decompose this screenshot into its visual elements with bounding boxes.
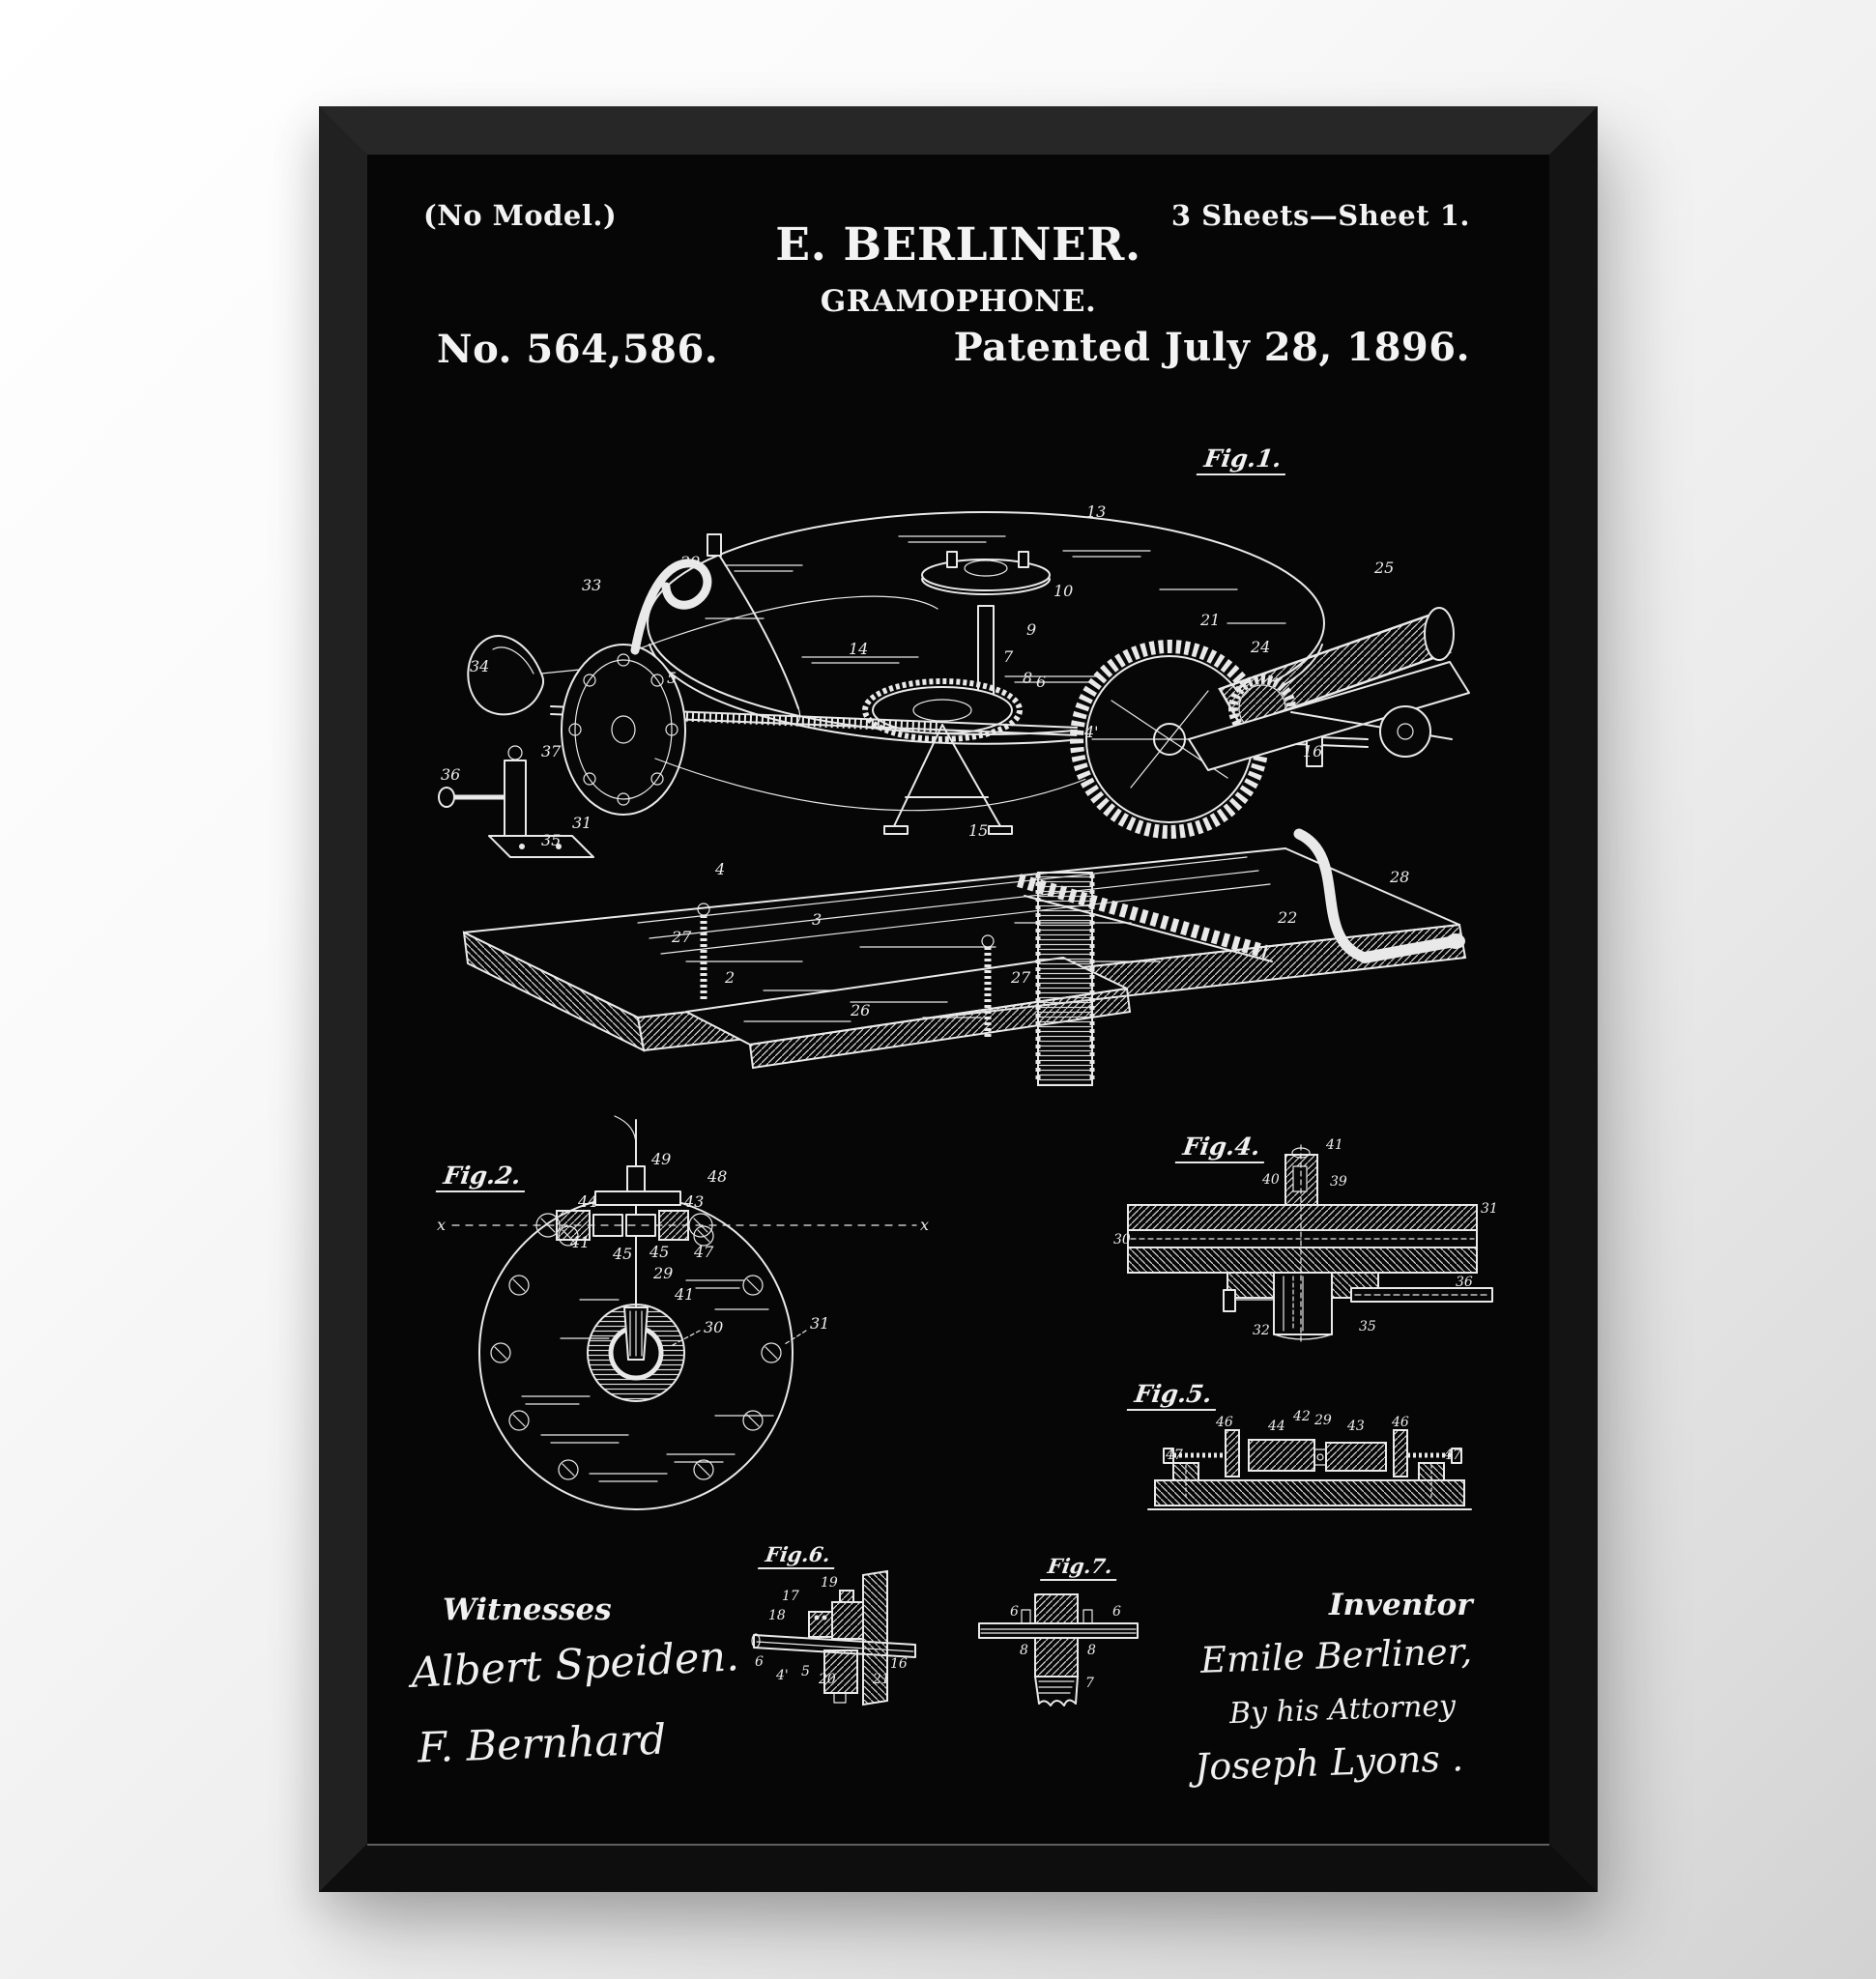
part-label: 27 <box>1010 968 1031 987</box>
inventor-signature: Emile Berliner, <box>1199 1630 1473 1681</box>
part-label: 43 <box>1346 1419 1365 1434</box>
part-label: 43 <box>683 1192 704 1211</box>
part-label: 16 <box>890 1656 908 1672</box>
part-label: 49 <box>650 1150 671 1168</box>
part-label: 29 <box>679 553 700 571</box>
part-label: 8 <box>1023 669 1032 687</box>
part-label: 32 <box>1253 1323 1270 1338</box>
part-label: 29 <box>652 1264 673 1282</box>
sheet-info: 3 Sheets—Sheet 1. <box>1170 199 1470 232</box>
part-label: 9 <box>1026 620 1036 639</box>
part-label: 6 <box>755 1654 764 1670</box>
fig1-drawing: 23454'6789101314151621242522282627272931… <box>438 502 1470 1086</box>
part-label: 46 <box>1391 1415 1409 1430</box>
part-label: 16 <box>1303 742 1322 760</box>
part-label: 41 <box>674 1285 694 1304</box>
part-label: 35 <box>1359 1319 1376 1334</box>
part-label: 36 <box>1456 1275 1473 1290</box>
part-label: 47 <box>1443 1448 1461 1463</box>
part-label: 21 <box>1199 611 1220 629</box>
part-label: 17 <box>782 1589 799 1604</box>
part-label: 14 <box>849 640 868 658</box>
part-label: 46 <box>1215 1415 1233 1430</box>
part-label: 7 <box>1085 1676 1094 1691</box>
part-label: 25 <box>1373 559 1394 577</box>
part-label: 44 <box>577 1192 597 1211</box>
part-label: 3 <box>812 910 822 929</box>
part-label: 45 <box>649 1243 669 1261</box>
part-label: 45 <box>612 1245 632 1263</box>
witness-signature-1: Albert Speiden. <box>409 1632 740 1698</box>
part-label: 47 <box>693 1243 714 1261</box>
part-label: 26 <box>850 1001 870 1019</box>
part-label: 39 <box>1330 1174 1347 1190</box>
part-label: x <box>437 1216 446 1234</box>
part-label: 36 <box>441 765 460 784</box>
part-label: 44 <box>1267 1419 1285 1434</box>
part-label: 28 <box>1389 868 1409 886</box>
part-label: 47 <box>1165 1448 1183 1463</box>
inventor-heading: Inventor <box>1329 1588 1473 1622</box>
part-label: 31 <box>810 1314 829 1333</box>
fig7-drawing: 6 6 8 8 7 <box>978 1593 1139 1707</box>
part-label: 7 <box>1003 647 1014 666</box>
part-label: 13 <box>1086 502 1106 521</box>
attorney-line: By his Attorney <box>1228 1688 1457 1732</box>
part-label: 5 <box>667 669 677 687</box>
part-label: 2 <box>724 968 735 987</box>
part-label: 8 <box>1087 1643 1096 1658</box>
part-label: 15 <box>968 821 988 840</box>
witness-signature-2: F. Bernhard <box>417 1715 667 1773</box>
part-label: 42 <box>1292 1409 1311 1424</box>
part-label: 20 <box>818 1672 836 1687</box>
part-label: 29 <box>1313 1413 1332 1428</box>
part-label: 4 <box>714 860 725 878</box>
witnesses-heading: Witnesses <box>443 1592 612 1627</box>
part-label: 5 <box>801 1664 810 1679</box>
part-label: 30 <box>704 1318 723 1336</box>
part-label: 40 <box>1261 1172 1280 1188</box>
part-label: 10 <box>1053 582 1073 600</box>
part-label: 35 <box>541 831 561 849</box>
part-label: 18 <box>768 1608 786 1623</box>
part-label: 6 <box>1112 1604 1121 1620</box>
picture-frame: (No Model.) 3 Sheets—Sheet 1. E. BERLINE… <box>319 106 1598 1892</box>
part-label: 4' <box>1083 723 1099 741</box>
part-label: 31 <box>1481 1201 1498 1217</box>
inventor-header: E. BERLINER. <box>775 218 1141 272</box>
part-label: 6 <box>1036 673 1046 691</box>
fig7-label: Fig.7. <box>1040 1554 1120 1581</box>
invention-title: GRAMOPHONE. <box>820 284 1097 319</box>
part-label: 8 <box>1020 1643 1028 1658</box>
part-label: 4' <box>775 1668 789 1683</box>
part-label: 33 <box>582 576 601 594</box>
part-label: 30 <box>1113 1232 1131 1248</box>
fig5-label: Fig.5. <box>1126 1380 1220 1411</box>
fig4-drawing: 41 40 39 31 30 36 32 35 <box>1113 1137 1498 1343</box>
patent-number: No. 564,586. <box>437 327 719 372</box>
no-model-note: (No Model.) <box>423 199 618 232</box>
part-label: 6 <box>1010 1604 1019 1620</box>
part-label: 22 <box>1277 908 1297 927</box>
part-label: 34 <box>470 657 489 675</box>
part-label: 27 <box>671 928 692 946</box>
part-label: 41 <box>1325 1137 1343 1153</box>
part-label: 24 <box>1250 638 1270 656</box>
part-label: 37 <box>541 742 562 760</box>
part-label: 48 <box>707 1167 727 1186</box>
attorney-signature: Joseph Lyons . <box>1194 1736 1464 1789</box>
part-label: 41 <box>569 1233 590 1251</box>
part-label: 21 <box>872 1672 890 1687</box>
part-label: 31 <box>572 814 592 832</box>
patent-poster: (No Model.) 3 Sheets—Sheet 1. E. BERLINE… <box>367 155 1549 1844</box>
part-label: x <box>920 1216 929 1234</box>
patent-date: Patented July 28, 1896. <box>953 325 1470 370</box>
part-label: 19 <box>821 1575 838 1591</box>
